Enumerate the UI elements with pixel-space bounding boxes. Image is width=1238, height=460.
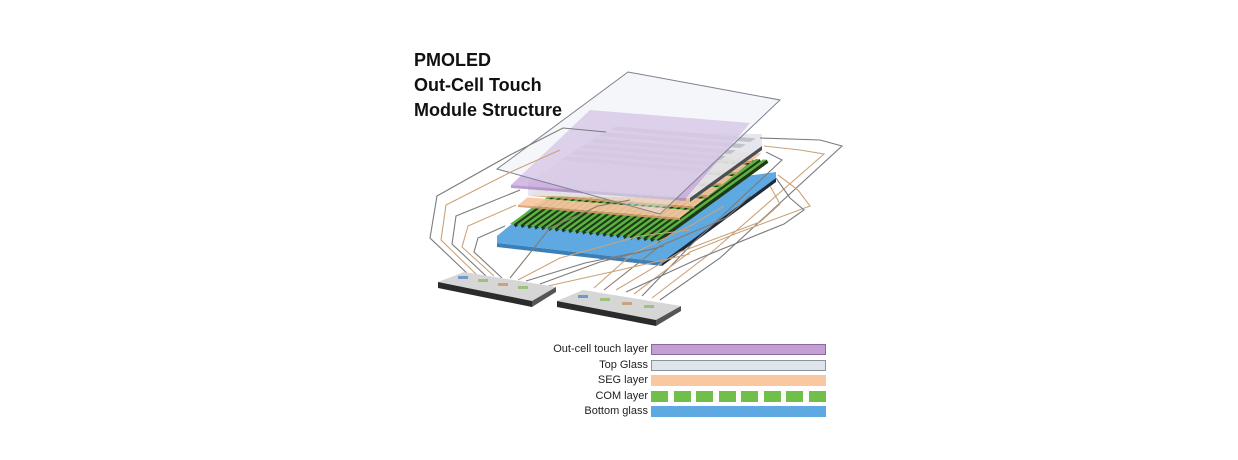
bottom-glass-front-edge <box>497 243 662 266</box>
legend-swatch <box>651 406 826 417</box>
chip-1-pad-2 <box>478 279 488 282</box>
trace-left-4 <box>461 204 517 277</box>
trace-left-6 <box>509 199 631 279</box>
seg-electrode-edge <box>518 205 680 220</box>
legend-dash <box>741 390 759 402</box>
legend-swatch <box>651 359 826 371</box>
legend-swatch <box>651 390 826 402</box>
chip-1-pad-1 <box>458 276 468 279</box>
chip-1-pad-3 <box>498 283 508 286</box>
legend-dash <box>763 390 781 402</box>
trace-bottom-2 <box>547 253 691 287</box>
legend-row: Bottom glass <box>500 404 840 420</box>
legend-label: SEG layer <box>597 374 648 386</box>
trace-bottom-1 <box>539 245 665 285</box>
seg-electrode-stripe <box>518 197 691 218</box>
trace-right-2 <box>651 145 826 299</box>
bottom-glass-side-edge <box>662 178 776 266</box>
com-electrode-edge <box>656 159 769 243</box>
com-electrode-stripe <box>653 159 767 240</box>
driver-chip-1 <box>438 272 556 307</box>
legend-row: Out-cell touch layer <box>500 342 840 358</box>
trace-right-5 <box>625 177 805 293</box>
trace-left-5 <box>473 225 506 279</box>
touch-layer-face <box>511 110 750 198</box>
title-line-1: PMOLED <box>414 50 492 70</box>
legend-row: Top Glass <box>500 358 840 374</box>
legend-swatch <box>651 375 826 386</box>
touch-layer-edge <box>511 185 686 201</box>
chip-2-pad-2 <box>600 298 610 301</box>
chip-2-pad-3 <box>622 302 632 305</box>
com-electrode-edge <box>650 159 762 242</box>
connection-traces <box>429 127 844 301</box>
top-glass-side-edge <box>690 146 762 202</box>
legend-dash <box>786 390 804 402</box>
chip-2-pad-4 <box>644 305 654 308</box>
legend-label: COM layer <box>595 389 648 402</box>
legend-label: Bottom glass <box>584 405 648 417</box>
chip-1-pad-4 <box>518 286 528 289</box>
legend-row: SEG layer <box>500 373 840 389</box>
chip-2-front <box>557 301 656 326</box>
legend-swatch <box>651 344 826 355</box>
chip-2-side <box>656 306 681 326</box>
diagram-title: PMOLED Out-Cell Touch Module Structure <box>414 48 562 123</box>
legend-label: Top Glass <box>599 358 648 371</box>
chip-2-pad-1 <box>578 295 588 298</box>
legend-dash <box>718 390 736 402</box>
legend-row: COM layer <box>500 389 840 405</box>
trace-right-6 <box>615 185 781 291</box>
chip-1-top <box>438 272 556 301</box>
trace-right-7 <box>603 195 751 291</box>
trace-left-3 <box>451 189 521 277</box>
legend-label: Out-cell touch layer <box>553 343 648 355</box>
trace-right-4 <box>633 174 811 295</box>
chip-1-side <box>532 287 556 307</box>
trace-right-3 <box>641 151 783 297</box>
legend-dash <box>696 390 714 402</box>
legend-dash <box>808 390 826 402</box>
trace-left-2 <box>440 149 561 277</box>
cover-glass-sheet <box>495 71 782 215</box>
trace-left-1 <box>429 127 607 277</box>
trace-left-7 <box>517 229 691 281</box>
driver-chip-2 <box>557 290 681 326</box>
cover-glass-face <box>495 71 782 215</box>
legend-dash <box>673 390 691 402</box>
trace-right-1 <box>659 137 844 301</box>
chip-1-front <box>438 282 532 307</box>
legend-dash <box>651 390 668 402</box>
out-cell-touch-layer <box>511 110 750 201</box>
title-line-3: Module Structure <box>414 100 563 120</box>
title-line-2: Out-Cell Touch <box>414 75 542 95</box>
